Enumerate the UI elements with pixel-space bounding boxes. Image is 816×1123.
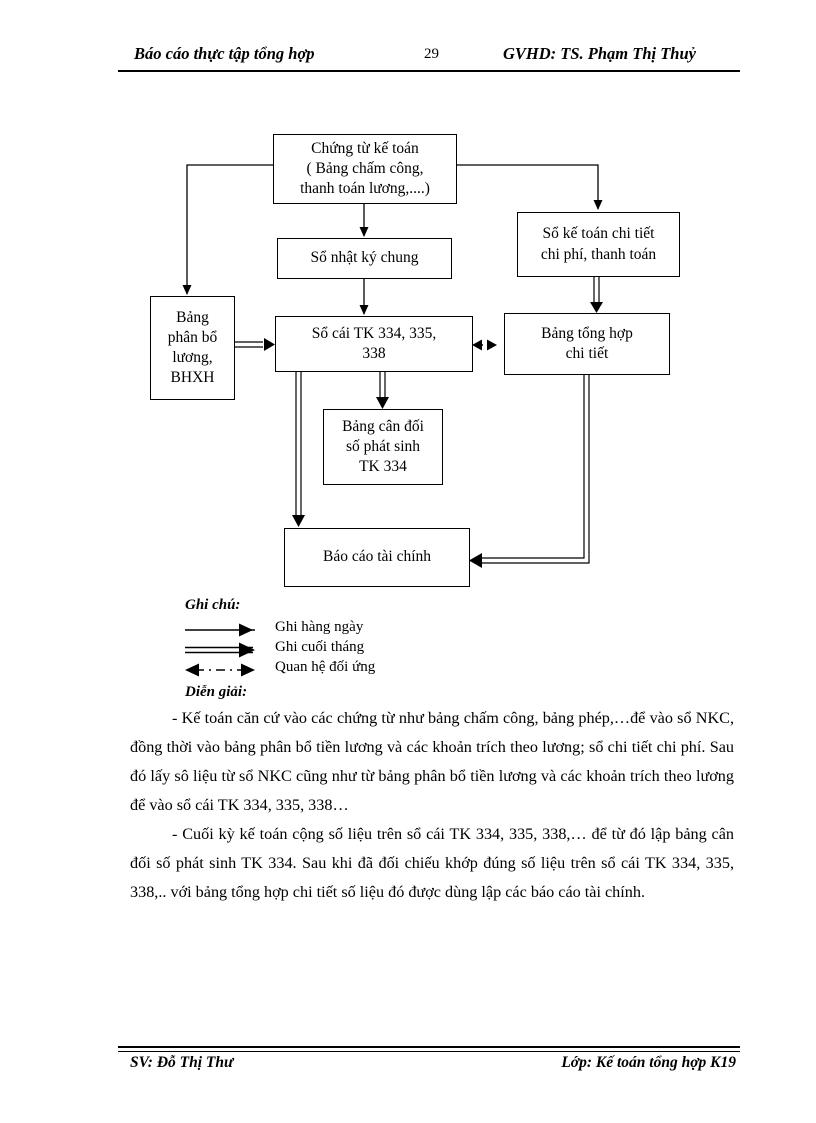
header-divider-rule bbox=[118, 70, 740, 72]
node-line: Bảng bbox=[176, 308, 209, 326]
node-bang-can-doi: Bảng cân đối số phát sinh TK 334 bbox=[323, 409, 443, 485]
node-line: ( Bảng chấm công, bbox=[306, 159, 424, 177]
node-line: số phát sinh bbox=[345, 437, 421, 455]
legend-label: Ghi cuối tháng bbox=[275, 639, 365, 655]
diagram-connectors bbox=[182, 164, 603, 568]
accounting-flow-diagram: Chứng từ kế toán ( Bảng chấm công, thanh… bbox=[150, 134, 680, 587]
legend-row-daily: Ghi hàng ngày bbox=[183, 619, 483, 640]
footer-class-name: Lớp: Kế toán tổng hợp K19 bbox=[561, 1054, 736, 1071]
node-line: BHXH bbox=[170, 369, 215, 387]
footer-student-name: SV: Đỗ Thị Thư bbox=[130, 1054, 234, 1071]
legend-title: Ghi chú: bbox=[185, 597, 241, 613]
node-line: Sổ cái TK 334, 335, bbox=[311, 324, 437, 342]
node-line: chi phí, thanh toán bbox=[540, 245, 657, 263]
node-line: Bảng tổng hợp bbox=[541, 324, 633, 342]
legend-label: Ghi hàng ngày bbox=[275, 619, 364, 635]
paragraph: - Cuối kỳ kế toán cộng số liệu trên sổ c… bbox=[130, 825, 734, 901]
legend-label: Quan hệ đối ứng bbox=[275, 659, 376, 675]
node-so-cai-tk: Sổ cái TK 334, 335, 338 bbox=[275, 316, 473, 372]
node-line: Sổ kế toán chi tiết bbox=[542, 225, 655, 243]
explanation-body: - Kế toán căn cứ vào các chứng từ như bả… bbox=[130, 704, 734, 907]
header-supervisor: GVHD: TS. Phạm Thị Thuỷ bbox=[503, 44, 696, 63]
node-bang-phan-bo: Bảng phân bổ lương, BHXH bbox=[150, 296, 235, 400]
legend-row-correspondence: Quan hệ đối ứng bbox=[183, 659, 483, 680]
node-bao-cao-tai-chinh: Báo cáo tài chính bbox=[284, 528, 470, 587]
legend-row-monthly: Ghi cuối tháng bbox=[183, 639, 483, 660]
page-header: Báo cáo thực tập tổng hợp 29 GVHD: TS. P… bbox=[118, 44, 740, 72]
node-so-nhat-ky-chung: Sổ nhật ký chung bbox=[277, 238, 452, 279]
node-line: thanh toán lương,....) bbox=[300, 180, 430, 198]
double-arrow-icon bbox=[183, 640, 271, 660]
node-line: phân bổ bbox=[167, 328, 218, 346]
header-document-title: Báo cáo thực tập tổng hợp bbox=[134, 44, 315, 63]
node-bang-tong-hop-chi-tiet: Bảng tổng hợp chi tiết bbox=[504, 313, 670, 375]
node-line: lương, bbox=[172, 349, 213, 366]
single-arrow-icon bbox=[183, 620, 271, 640]
node-chung-tu-ke-toan: Chứng từ kế toán ( Bảng chấm công, thanh… bbox=[273, 134, 457, 204]
node-line: chi tiết bbox=[565, 345, 609, 362]
node-line: Báo cáo tài chính bbox=[322, 548, 432, 566]
node-line: TK 334 bbox=[359, 458, 407, 476]
legend: Ghi hàng ngày Ghi cuối tháng Quan hệ bbox=[183, 619, 483, 680]
header-page-number: 29 bbox=[424, 46, 439, 62]
node-line: Bảng cân đối bbox=[342, 417, 424, 435]
arrowhead bbox=[590, 302, 603, 313]
paragraph: - Kế toán căn cứ vào các chứng từ như bả… bbox=[130, 709, 734, 814]
explanation-title: Diễn giải: bbox=[185, 684, 248, 700]
footer-divider-rule bbox=[118, 1046, 740, 1052]
node-line: Chứng từ kế toán bbox=[311, 139, 419, 157]
node-so-ke-toan-chi-tiet: Sổ kế toán chi tiết chi phí, thanh toán bbox=[517, 212, 680, 277]
node-line: Sổ nhật ký chung bbox=[310, 249, 419, 267]
dashdot-bidirectional-arrow-icon bbox=[183, 660, 271, 680]
node-line: 338 bbox=[362, 345, 386, 362]
